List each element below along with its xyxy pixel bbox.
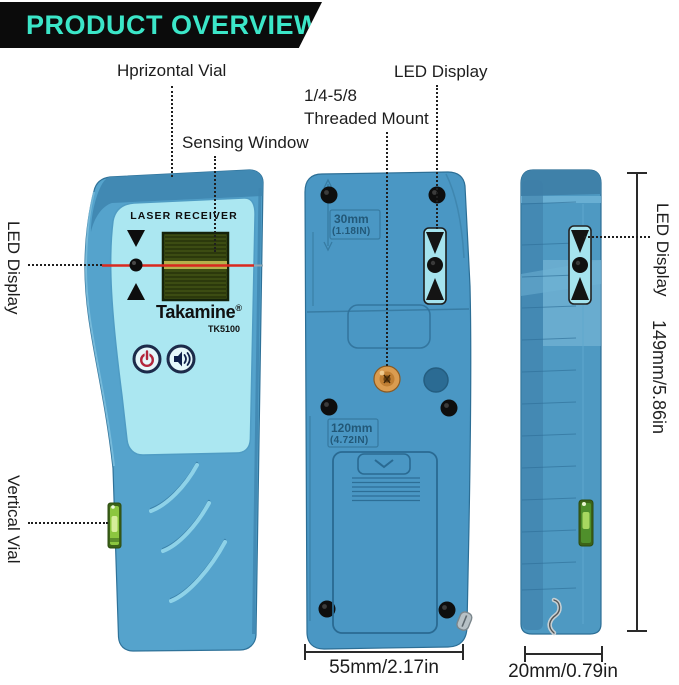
bottom-hook [547, 597, 562, 636]
model-text: TK5100 [207, 324, 240, 334]
brand-text: Takamine® [156, 302, 242, 323]
led-dot [572, 257, 588, 273]
leader-vertical-vial [28, 522, 108, 524]
side-vial [578, 499, 594, 547]
speaker-icon [174, 351, 191, 367]
front-header-text: LASER RECEIVER [130, 210, 238, 222]
label-horizontal-vial: Hprizontal Vial [117, 61, 227, 80]
side-left-strip [522, 180, 543, 630]
led-display-back [423, 227, 447, 305]
power-icon [140, 350, 155, 367]
front-left-highlight [84, 191, 115, 467]
back-30mm-text: 30mm [334, 212, 369, 226]
label-threaded-mount-line2: Threaded Mount [304, 109, 429, 128]
label-threaded-mount-line1: 1/4-5/8 [304, 86, 357, 105]
leader-led-display-left [28, 264, 102, 266]
label-sensing-window: Sensing Window [182, 133, 309, 152]
leader-led-display-side [584, 236, 650, 238]
dimension-line-width [305, 651, 463, 653]
side-notch-lines [521, 201, 577, 591]
label-led-display-top: LED Display [394, 62, 488, 81]
back-part-line [306, 308, 470, 313]
rear-port-circle [423, 367, 449, 393]
label-vertical-vial: Vertical Vial [4, 475, 23, 564]
dimension-depth-text: 20mm/0.79in [508, 661, 618, 682]
dimension-width-text: 55mm/2.17in [329, 657, 439, 678]
dimension-cap [304, 644, 306, 660]
leader-led-display-top [436, 85, 438, 229]
side-top-highlight [521, 196, 601, 203]
brand-mark: ® [235, 303, 242, 313]
dimension-cap [627, 172, 647, 174]
power-button [132, 344, 162, 374]
front-right-shade [252, 187, 262, 635]
speaker-grille-outline [347, 304, 431, 349]
leader-horizontal-vial [171, 86, 173, 177]
label-threaded-mount: 1/4-5/8 Threaded Mount [304, 84, 429, 130]
led-dot [427, 257, 443, 273]
back-120mm-marking [327, 418, 379, 448]
dimension-line-depth [525, 653, 602, 655]
leader-sensing-window [214, 156, 216, 252]
screws [318, 186, 458, 619]
front-view-device [84, 169, 264, 652]
battery-door-ridges [352, 477, 420, 502]
receiver-dot-highlight [132, 261, 136, 265]
led-arrow-down-icon [426, 232, 444, 254]
leader-threaded-mount [386, 132, 388, 366]
back-120mm-inch-text: (4.72IN) [330, 435, 369, 446]
led-display-side [568, 225, 592, 305]
front-top-face [91, 169, 263, 232]
page-title: PRODUCT OVERVIEW [26, 9, 321, 40]
led-arrow-up-icon [571, 277, 589, 300]
led-arrow-down-icon [571, 230, 589, 253]
battery-door [332, 451, 438, 634]
dimension-line-height [636, 173, 638, 631]
label-led-display-left: LED Display [4, 221, 23, 315]
led-arrow-up-icon [426, 278, 444, 300]
back-view-device [304, 171, 473, 650]
title-banner: PRODUCT OVERVIEW [0, 2, 322, 48]
vertical-vial [107, 502, 122, 549]
dimension-cap [627, 630, 647, 632]
back-30mm-inch-text: (1.18IN) [332, 226, 371, 237]
grip-grooves [149, 461, 227, 603]
back-120mm-text: 120mm [331, 421, 373, 435]
metal-latch [456, 611, 473, 631]
dimension-cap [601, 646, 603, 662]
threaded-mount-insert [373, 365, 401, 393]
side-view-device [520, 169, 602, 636]
dimension-cap [524, 646, 526, 662]
dimension-cap [462, 644, 464, 660]
back-crease [445, 173, 465, 259]
led-arrow-up-icon [127, 283, 145, 300]
led-arrow-down-icon [127, 230, 145, 247]
label-height-dimension: 149mm/5.86in [649, 320, 669, 435]
sound-button [166, 344, 196, 374]
brand-name: Takamine [156, 302, 236, 322]
label-led-display-side: LED Display [653, 203, 672, 297]
receiver-dot [129, 258, 143, 272]
